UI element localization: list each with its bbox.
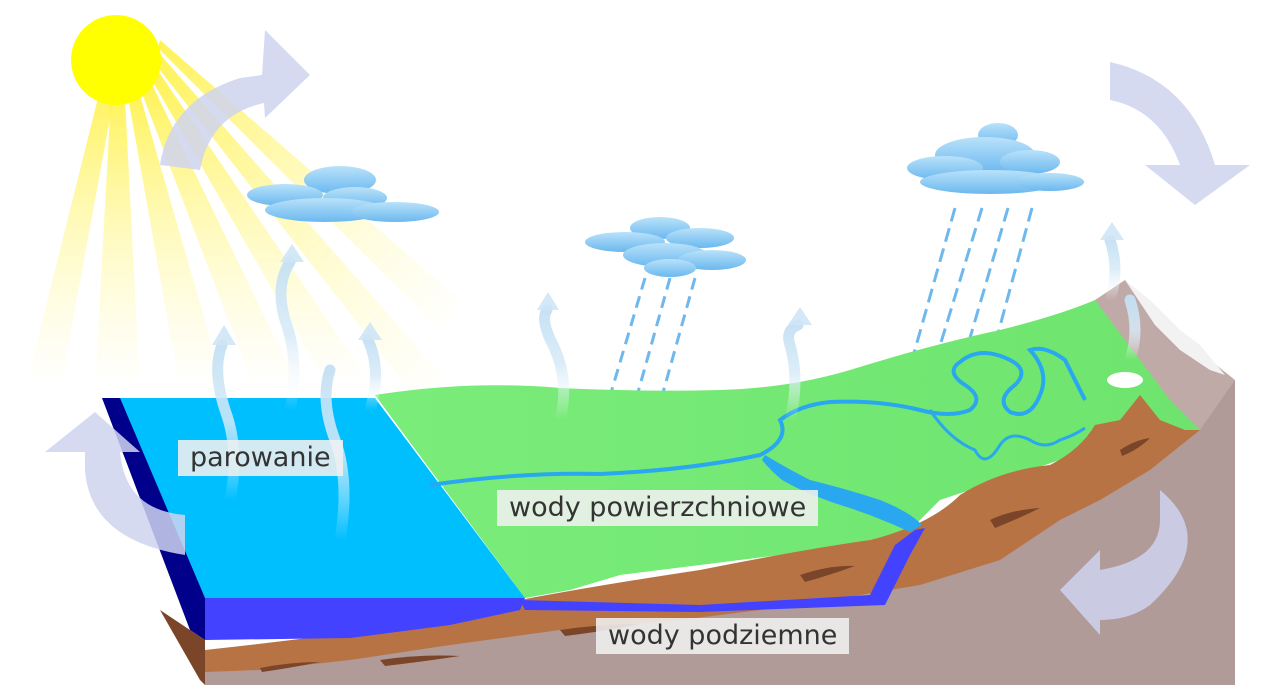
soil-layer	[205, 395, 1200, 672]
rock-layer	[205, 380, 1235, 685]
river	[429, 346, 1087, 487]
cycle-arrow-icon	[45, 412, 185, 555]
groundwater-channel	[520, 528, 925, 612]
groundwater-label: wody podziemne	[596, 618, 850, 654]
mountain-snow	[1125, 280, 1225, 375]
vapor-arrow-heads	[212, 222, 1124, 345]
surface-water-label: wody powierzchniowe	[497, 490, 819, 526]
sea-side	[205, 598, 525, 640]
cycle-arrow-icon	[160, 30, 310, 170]
vapor-arrow-icon	[212, 234, 1141, 546]
cycle-arrow-icon	[1060, 490, 1188, 635]
river-mouth	[762, 455, 922, 532]
cloud-icon	[585, 217, 746, 277]
cycle-arrow-icon	[1110, 62, 1250, 205]
sun-icon	[71, 15, 161, 105]
lake	[1107, 372, 1143, 388]
river-branch	[928, 409, 1086, 461]
evaporation-label: parowanie	[178, 440, 343, 476]
cloud-icon	[247, 166, 439, 222]
cloud-icon	[907, 123, 1084, 194]
land-edge	[160, 610, 205, 685]
